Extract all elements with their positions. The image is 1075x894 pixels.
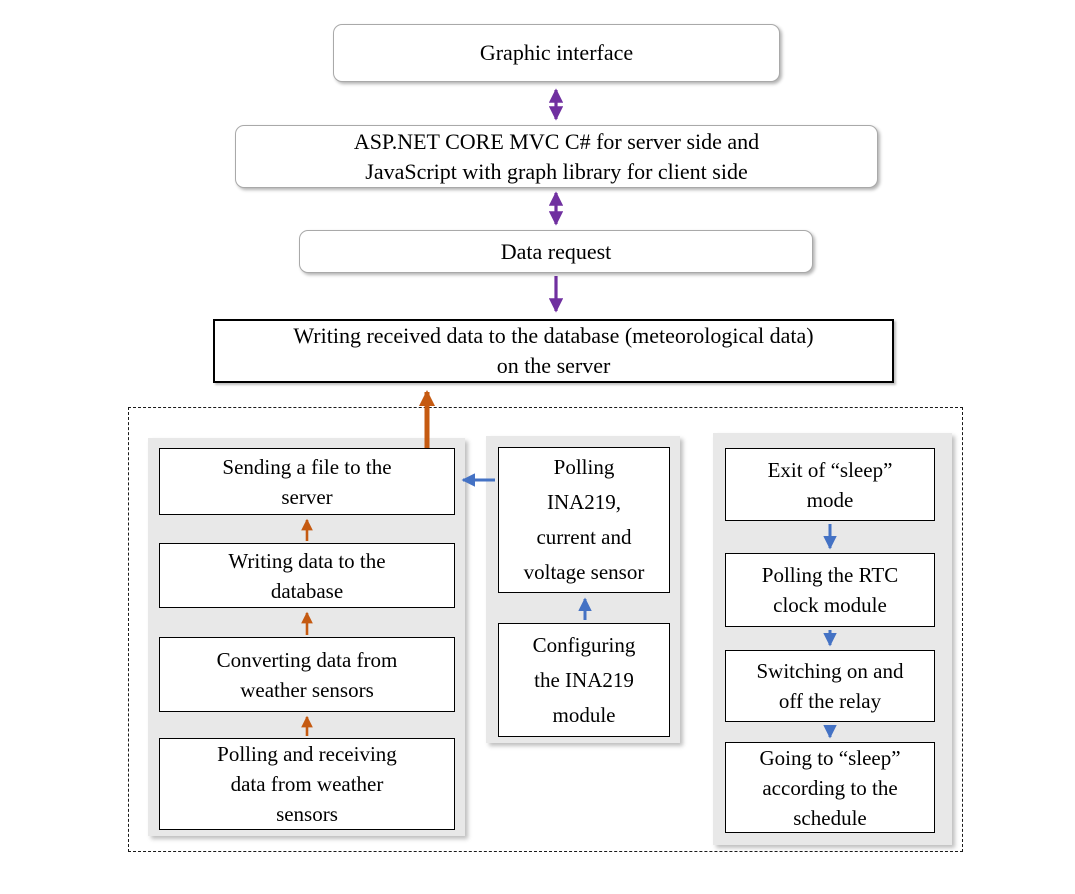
node-switching-relay: Switching on and off the relay <box>725 650 935 722</box>
node-exit-sleep-mode: Exit of “sleep” mode <box>725 448 935 521</box>
node-graphic-interface: Graphic interface <box>333 24 780 82</box>
node-data-request: Data request <box>299 230 813 273</box>
node-going-to-sleep: Going to “sleep” according to the schedu… <box>725 742 935 833</box>
node-polling-ina219: Polling INA219, current and voltage sens… <box>498 447 670 593</box>
node-converting-data: Converting data from weather sensors <box>159 637 455 712</box>
microcontroller-group-outline <box>128 407 963 852</box>
node-sending-file-to-server: Sending a file to the server <box>159 448 455 515</box>
node-writing-received: Writing received data to the database (m… <box>213 319 894 383</box>
node-configuring-ina219: Configuring the INA219 module <box>498 623 670 737</box>
node-server-stack: ASP.NET CORE MVC C# for server side and … <box>235 125 878 188</box>
node-polling-weather-sensors: Polling and receiving data from weather … <box>159 738 455 830</box>
node-writing-data-to-database: Writing data to the database <box>159 543 455 608</box>
node-polling-rtc: Polling the RTC clock module <box>725 553 935 627</box>
